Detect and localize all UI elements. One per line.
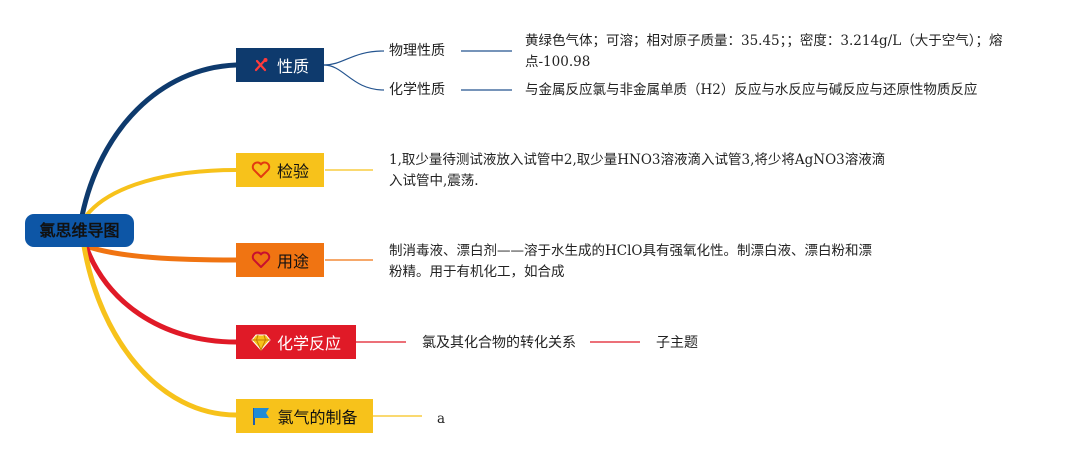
physical-detail[interactable]: 黄绿色气体；可溶；相对原子质量：35.45；；密度：3.214g/L（大于空气）… xyxy=(525,31,1025,73)
connector-root-xingzhi xyxy=(79,62,239,219)
branch-label: 氯气的制备 xyxy=(277,408,358,427)
jianyan-line-2: 入试管中,震荡. xyxy=(389,173,479,189)
fanying-grandchild[interactable]: 子主题 xyxy=(656,335,698,351)
connector-xingzhi-chemical xyxy=(323,64,385,91)
root-topic[interactable]: 氯思维导图 xyxy=(25,214,134,247)
zhibei-child[interactable]: a xyxy=(437,411,446,427)
connector-root-yongtu xyxy=(83,243,239,263)
branch-label: 用途 xyxy=(276,252,309,271)
connector-root-fanying xyxy=(83,243,239,345)
branch-label: 化学反应 xyxy=(276,334,341,353)
physical-detail-line-2: 点-100.98 xyxy=(525,54,591,70)
diamond-icon xyxy=(251,332,271,352)
subtopic-physical[interactable]: 物理性质 xyxy=(389,43,445,59)
subtopic-chemical[interactable]: 化学性质 xyxy=(389,82,445,98)
flag-icon xyxy=(251,406,271,426)
branch-label: 检验 xyxy=(276,162,309,181)
connector-root-jianyan xyxy=(84,168,238,218)
yongtu-line-1: 制消毒液、漂白剂——溶于水生成的HClO具有强氧化性。制漂白液、漂白粉和漂 xyxy=(389,243,872,259)
physical-detail-line-1: 黄绿色气体；可溶；相对原子质量：35.45；；密度：3.214g/L（大于空气）… xyxy=(525,33,1003,49)
yongtu-detail[interactable]: 制消毒液、漂白剂——溶于水生成的HClO具有强氧化性。制漂白液、漂白粉和漂 粉精… xyxy=(389,241,889,283)
branch-jianyan[interactable]: 检验 xyxy=(236,153,324,187)
connector-xingzhi-physical xyxy=(323,50,385,66)
yongtu-line-2: 粉精。用于有机化工，如合成 xyxy=(389,264,565,280)
branch-xingzhi[interactable]: 性质 xyxy=(236,48,324,82)
chemical-detail[interactable]: 与金属反应氯与非金属单质（H2）反应与水反应与碱反应与还原性物质反应 xyxy=(525,82,978,98)
jianyan-detail[interactable]: 1,取少量待测试液放入试管中2,取少量HNO3溶液滴入试管3,将少将AgNO3溶… xyxy=(389,150,889,192)
heart-icon xyxy=(251,160,271,180)
jianyan-line-1: 1,取少量待测试液放入试管中2,取少量HNO3溶液滴入试管3,将少将AgNO3溶… xyxy=(389,152,886,168)
fanying-child[interactable]: 氯及其化合物的转化关系 xyxy=(422,335,576,351)
branch-zhibei[interactable]: 氯气的制备 xyxy=(236,399,373,433)
branch-fanying[interactable]: 化学反应 xyxy=(236,325,356,359)
branch-yongtu[interactable]: 用途 xyxy=(236,243,324,277)
connector-root-zhibei xyxy=(81,243,239,418)
branch-label: 性质 xyxy=(276,57,309,76)
heart-icon xyxy=(251,250,271,270)
tools-icon xyxy=(251,55,271,75)
